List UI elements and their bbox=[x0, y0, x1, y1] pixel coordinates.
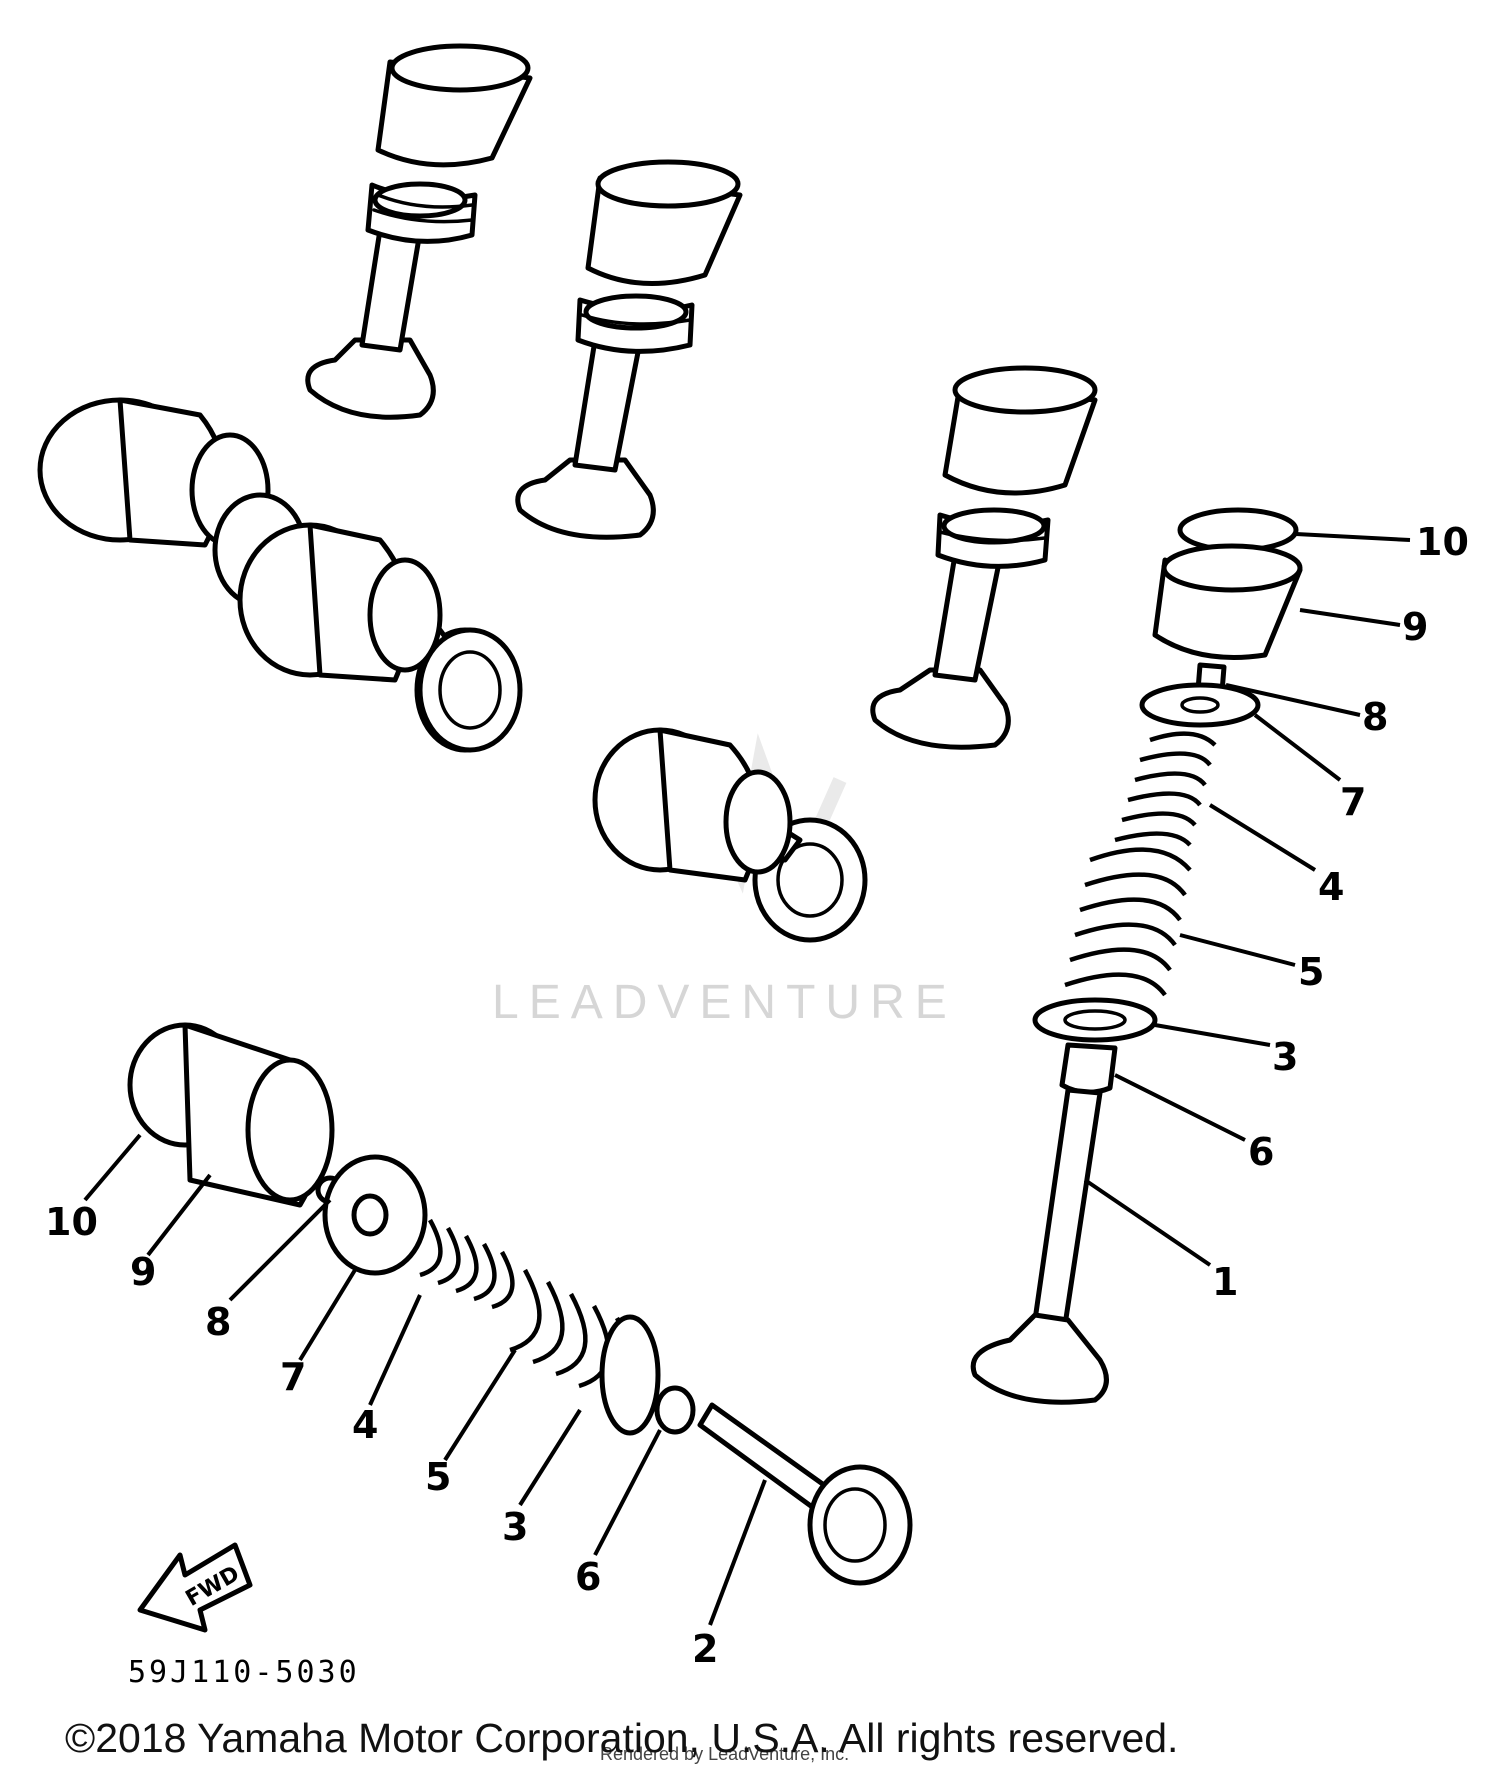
render-credit: Rendered by LeadVenture, Inc. bbox=[600, 1744, 849, 1764]
valve-assembly-upright-2 bbox=[515, 159, 743, 540]
callout-left-2: 2 bbox=[692, 1627, 718, 1671]
callout-right-10: 10 bbox=[1416, 520, 1469, 564]
leader-lines-right bbox=[1083, 532, 1411, 1267]
valve-assembly-upright-3 bbox=[870, 365, 1098, 750]
copyright-notice: ©2018 Yamaha Motor Corporation, U.S.A. A… bbox=[65, 1715, 1178, 1761]
callout-left-6: 6 bbox=[575, 1555, 601, 1599]
valve-assembly-horizontal-2 bbox=[237, 522, 523, 753]
callout-right-6: 6 bbox=[1248, 1130, 1274, 1174]
leader-lines-left bbox=[83, 1133, 767, 1626]
callout-left-5: 5 bbox=[425, 1455, 451, 1499]
callouts-right: 10 9 8 7 4 5 3 6 1 bbox=[1212, 520, 1469, 1304]
callout-right-3: 3 bbox=[1272, 1035, 1298, 1079]
callout-left-4: 4 bbox=[352, 1403, 378, 1447]
callout-right-7: 7 bbox=[1340, 780, 1366, 824]
callout-left-10: 10 bbox=[45, 1200, 98, 1244]
watermark-text: LEADVENTURE bbox=[492, 976, 957, 1029]
valve-assembly-horizontal-3 bbox=[592, 727, 868, 943]
callout-right-9: 9 bbox=[1402, 605, 1428, 649]
callout-right-5: 5 bbox=[1298, 950, 1324, 994]
callouts-left: 10 9 8 7 4 5 3 6 2 bbox=[45, 1200, 718, 1671]
diagram-part-number: 59J110-5030 bbox=[128, 1655, 360, 1690]
callout-left-3: 3 bbox=[502, 1505, 528, 1549]
callout-right-4: 4 bbox=[1318, 865, 1344, 909]
callout-left-8: 8 bbox=[205, 1300, 231, 1344]
forward-arrow-icon: FWD bbox=[137, 1542, 253, 1633]
inner-spring-right bbox=[1114, 731, 1217, 847]
inner-spring-left bbox=[419, 1218, 515, 1310]
valve-assembly-upright-1 bbox=[305, 43, 533, 420]
outer-spring-right bbox=[1064, 847, 1192, 997]
callout-left-9: 9 bbox=[130, 1250, 156, 1294]
exploded-valve-horizontal bbox=[127, 1022, 913, 1586]
exploded-valve-upright bbox=[970, 507, 1303, 1405]
callout-left-7: 7 bbox=[280, 1355, 306, 1399]
callout-right-1: 1 bbox=[1212, 1260, 1238, 1304]
callout-right-8: 8 bbox=[1362, 695, 1388, 739]
